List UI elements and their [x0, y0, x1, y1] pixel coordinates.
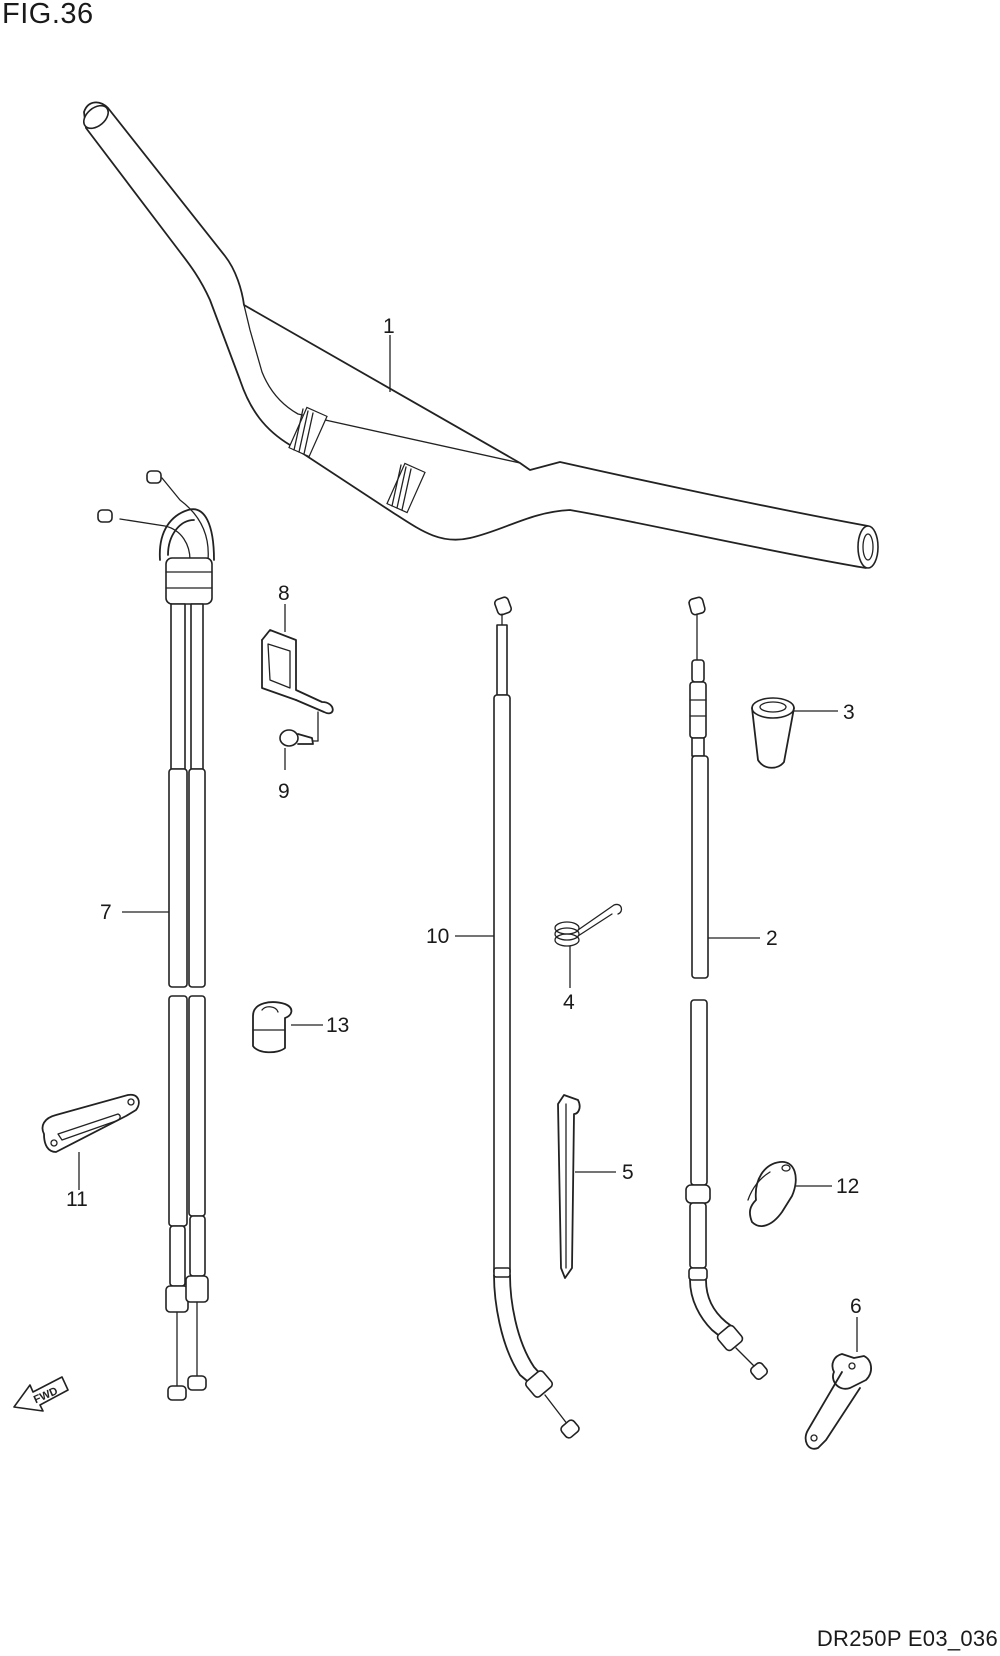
lever-holder-part[interactable]: [804, 1353, 872, 1450]
clutch-lever-cover-part[interactable]: [751, 697, 795, 769]
screw-part[interactable]: [279, 711, 319, 747]
handlebar-part[interactable]: [79, 101, 879, 569]
figure-title: FIG.36: [2, 0, 94, 30]
callout-7: 7: [100, 901, 112, 924]
front-brake-cable-part[interactable]: [493, 596, 581, 1439]
clamp-part[interactable]: [41, 1093, 140, 1153]
callout-4: 4: [563, 991, 575, 1014]
bracket-cover-part[interactable]: [747, 1161, 797, 1227]
strap-part[interactable]: [557, 1094, 581, 1279]
callout-3: 3: [843, 701, 855, 724]
clutch-cable-part[interactable]: [685, 596, 769, 1381]
callout-6: 6: [850, 1295, 862, 1318]
callout-9: 9: [278, 780, 290, 803]
cable-clamp-part[interactable]: [252, 1001, 293, 1054]
spring-part[interactable]: [554, 903, 623, 947]
callout-12: 12: [836, 1175, 859, 1198]
callout-10: 10: [426, 925, 449, 948]
cable-guide-part[interactable]: [261, 629, 334, 715]
throttle-cable-part[interactable]: [97, 470, 215, 1401]
callout-5: 5: [622, 1161, 634, 1184]
fwd-arrow-icon: FWD: [13, 1376, 69, 1412]
callout-1: 1: [383, 315, 395, 338]
diagram-code: DR250P E03_036: [816, 1626, 998, 1651]
callout-2: 2: [766, 927, 778, 950]
callout-8: 8: [278, 582, 290, 605]
callout-13: 13: [326, 1014, 349, 1037]
callout-11: 11: [66, 1188, 88, 1211]
fwd-label: FWD: [32, 1385, 60, 1406]
